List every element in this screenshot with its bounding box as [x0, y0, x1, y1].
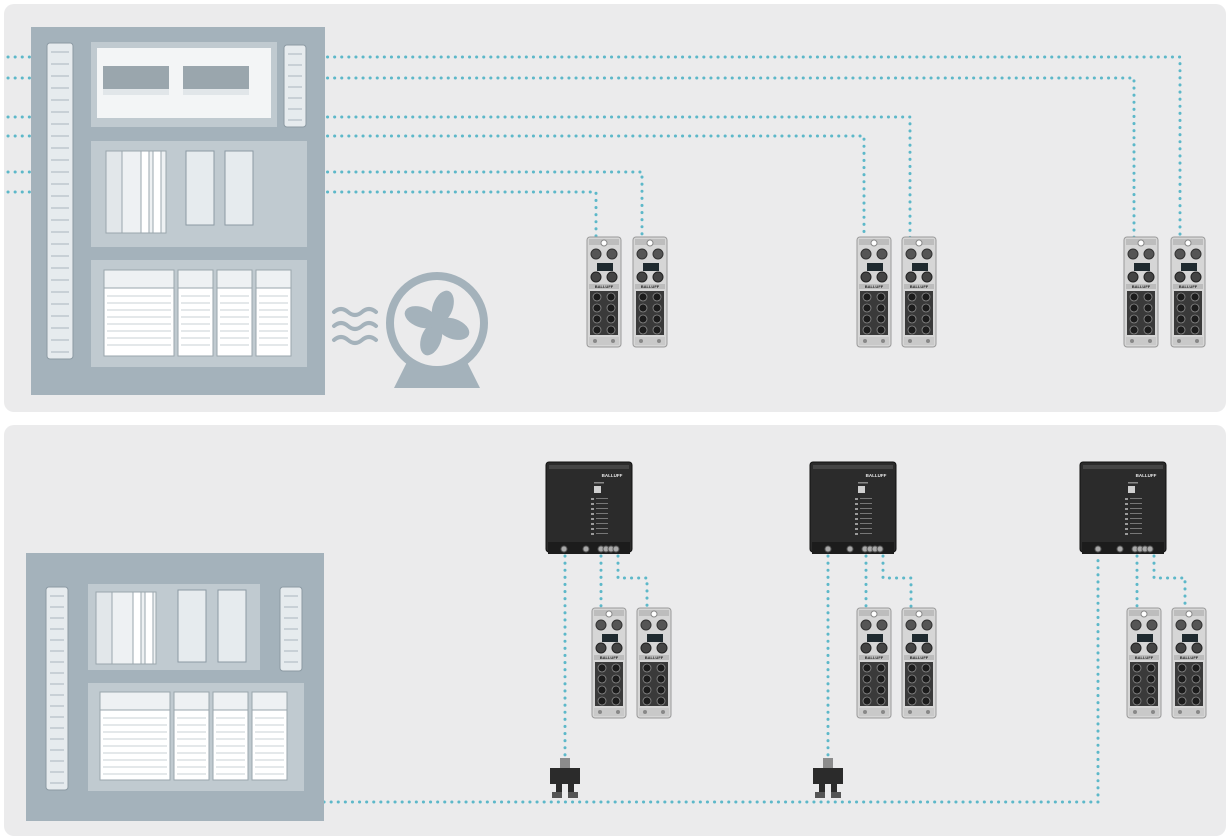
module-brand-label: BALLUFF [1180, 655, 1199, 660]
cable-hub2-b [881, 554, 913, 612]
y-splitter-2 [813, 758, 843, 798]
ethernet-hub-3: BALLUFF [1079, 461, 1167, 554]
io-link-module-bottom-4: BALLUFF [901, 607, 937, 719]
io-modules-bottom: BALLUFF BALLUFF BALLUFF BALLUFF BALLUFF BALLU… [591, 607, 1207, 719]
module-brand-label: BALLUFF [1179, 284, 1198, 289]
control-cabinet-top [31, 27, 325, 395]
io-link-module-top-4: BALLUFF [901, 236, 937, 348]
control-cabinet-bottom [26, 553, 324, 821]
module-brand-label: BALLUFF [1135, 655, 1154, 660]
io-modules-top: BALLUFF BALLUFF BALLUFF BALLUFF BALLUFF BALLU… [586, 236, 1206, 348]
cable-top-2 [6, 76, 1136, 240]
module-brand-label: BALLUFF [600, 655, 619, 660]
io-module-bottom-2 [217, 589, 247, 663]
fan-icon [386, 272, 488, 388]
io-link-module-top-2: BALLUFF [632, 236, 668, 348]
hub-brand-label: BALLUFF [1136, 473, 1157, 478]
io-link-module-top-1: BALLUFF [586, 236, 622, 348]
din-rail-right [283, 44, 307, 128]
cable-hub1-b [616, 554, 649, 612]
module-brand-label: BALLUFF [641, 284, 660, 289]
y-splitters [550, 758, 843, 798]
io-link-module-top-6: BALLUFF [1170, 236, 1206, 348]
top-panel: BALLUFF BALLUFF BALLUFF BALLUFF BALLUFF BALLU… [4, 4, 1226, 412]
cable-top-1 [6, 55, 1182, 240]
airflow-waves-icon [332, 307, 378, 345]
module-brand-label: BALLUFF [865, 655, 884, 660]
terminal-blocks-top [103, 269, 292, 357]
module-brand-label: BALLUFF [1132, 284, 1151, 289]
cable-top-3 [6, 115, 912, 240]
module-brand-label: BALLUFF [595, 284, 614, 289]
module-brand-label: BALLUFF [910, 655, 929, 660]
io-link-module-top-5: BALLUFF [1123, 236, 1159, 348]
y-splitter-1 [550, 758, 580, 798]
io-link-module-bottom-1: BALLUFF [591, 607, 627, 719]
io-link-module-top-3: BALLUFF [856, 236, 892, 348]
ethernet-hubs: BALLUFF BALLUFF BALLUFF [545, 461, 1167, 554]
io-link-module-bottom-3: BALLUFF [856, 607, 892, 719]
io-module-bottom-1 [177, 589, 207, 663]
din-rail-left [46, 42, 74, 360]
io-link-module-bottom-5: BALLUFF [1126, 607, 1162, 719]
io-link-module-bottom-6: BALLUFF [1171, 607, 1207, 719]
io-module-2 [224, 150, 254, 226]
module-brand-label: BALLUFF [910, 284, 929, 289]
hub-brand-label: BALLUFF [602, 473, 623, 478]
hub-brand-label: BALLUFF [866, 473, 887, 478]
cable-top-6 [6, 190, 598, 240]
din-rail-left-bottom [45, 586, 69, 791]
module-brand-label: BALLUFF [865, 284, 884, 289]
io-link-module-bottom-2: BALLUFF [636, 607, 672, 719]
module-brand-label: BALLUFF [645, 655, 664, 660]
bottom-cables [322, 554, 1187, 804]
terminal-blocks-bottom [99, 691, 288, 781]
cable-trunk [322, 554, 1100, 804]
ethernet-hub-2: BALLUFF [809, 461, 897, 554]
io-module-1 [185, 150, 215, 226]
ethernet-hub-1: BALLUFF [545, 461, 633, 554]
